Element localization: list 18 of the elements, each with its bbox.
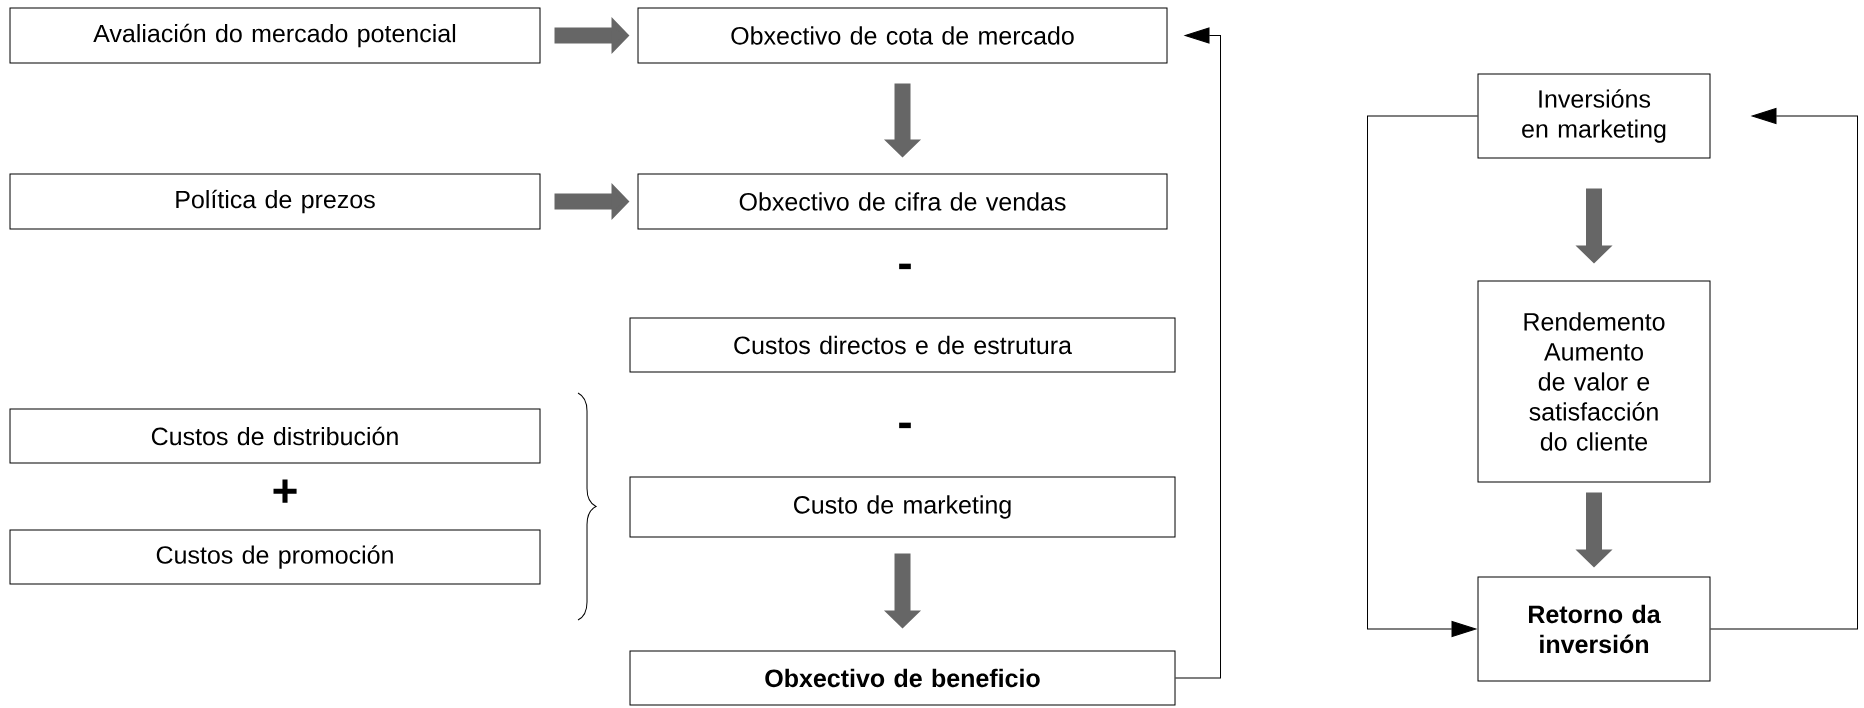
process-box: Obxectivo de cota de mercado <box>637 7 1168 64</box>
process-box: Custos directos e de estrutura <box>629 317 1176 373</box>
process-box: Custo de marketing <box>629 476 1176 538</box>
process-box: Inversións en marketing <box>1477 73 1711 159</box>
process-box: Obxectivo de cifra de vendas <box>637 173 1168 230</box>
process-box: Política de prezos <box>9 173 541 230</box>
operator-sign: + <box>273 479 297 503</box>
process-box: Retorno da inversión <box>1477 576 1711 682</box>
arrow <box>1175 27 1221 679</box>
process-box: Custos de promoción <box>9 529 541 585</box>
process-box: Avaliación do mercado potencial <box>9 7 541 64</box>
arrow <box>1710 108 1858 630</box>
process-box: Obxectivo de beneficio <box>629 650 1176 706</box>
process-box: Custos de distribución <box>9 408 541 464</box>
process-box: Rendemento Aumento de valor e satisfacción do cliente <box>1477 280 1711 483</box>
arrow <box>1367 115 1478 637</box>
operator-sign: - <box>899 263 911 270</box>
operator-sign: - <box>899 422 911 429</box>
